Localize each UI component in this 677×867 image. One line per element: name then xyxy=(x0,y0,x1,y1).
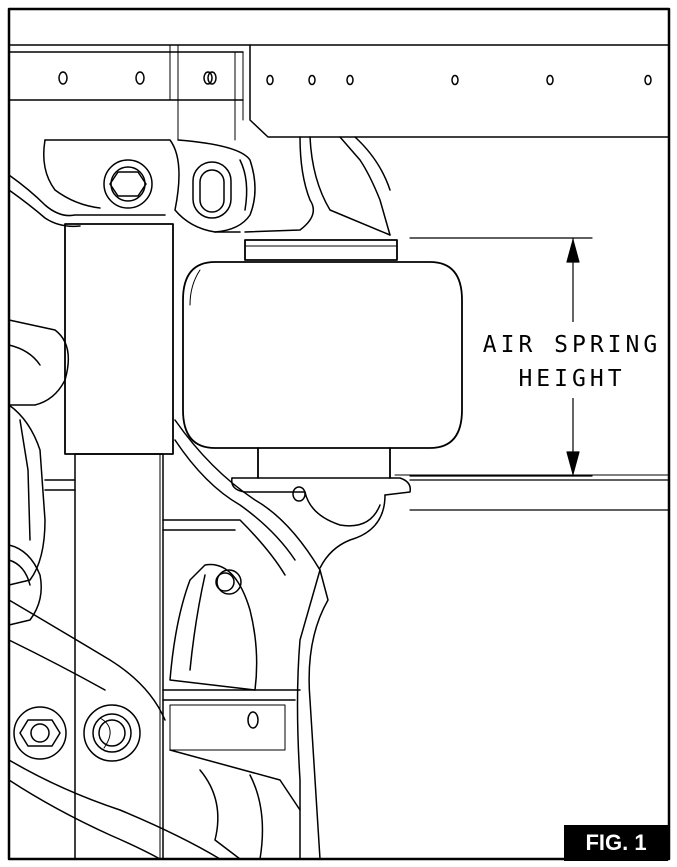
dimension-label-line1: AIR SPRING xyxy=(483,332,661,358)
pivot-bolt-right xyxy=(83,704,141,762)
dimension-label-line2: HEIGHT xyxy=(518,366,625,392)
hanger-bracket xyxy=(8,136,391,236)
hanger-bolt xyxy=(103,159,153,209)
height-dimension xyxy=(409,237,666,477)
shock-absorber xyxy=(64,223,174,860)
torque-arm xyxy=(8,319,76,626)
figure-label: FIG. 1 xyxy=(564,825,668,861)
pivot-bolt-left xyxy=(13,706,67,760)
air-spring xyxy=(182,239,463,479)
rail-holes xyxy=(58,71,652,86)
frame-rail xyxy=(8,44,670,141)
suspension-beam xyxy=(8,419,329,860)
drawing-border xyxy=(7,7,671,861)
axle-seat xyxy=(231,474,670,569)
bracket-slot xyxy=(192,161,232,219)
